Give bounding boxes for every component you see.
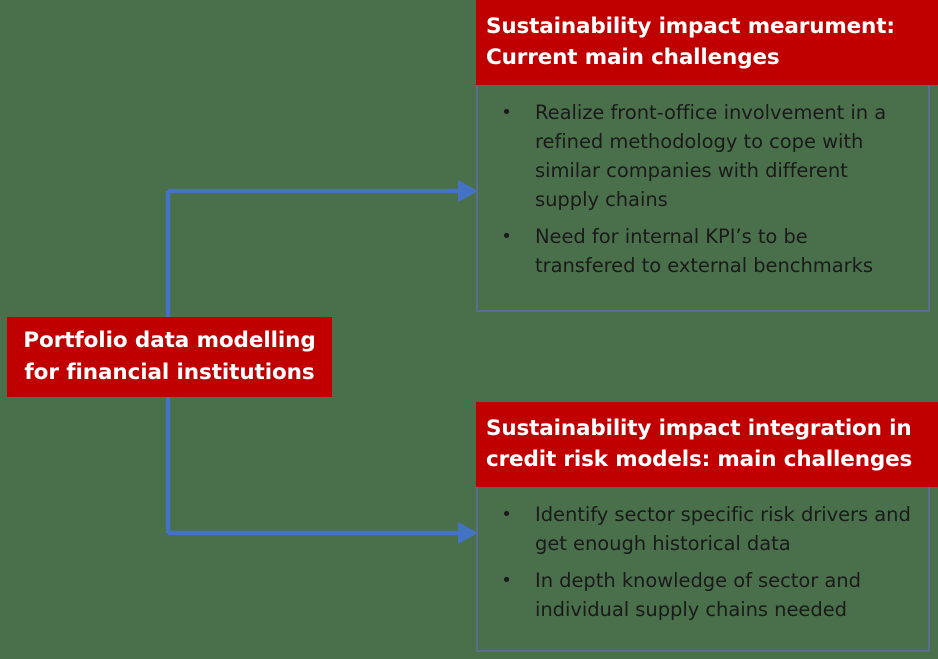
- source-box-line-1: Portfolio data modelling: [23, 328, 316, 353]
- card-body-measurement: • Realize front-office involvement in a …: [476, 85, 930, 312]
- card-sustainability-impact-measurement: Sustainability impact mearument: Current…: [476, 0, 938, 312]
- bullet-point-icon: •: [501, 570, 512, 591]
- card-sustainability-impact-integration: Sustainability impact integration in cre…: [476, 402, 938, 652]
- bullet-point-icon: •: [501, 226, 512, 247]
- list-item: • In depth knowledge of sector and indiv…: [478, 562, 928, 628]
- bullet-point-icon: •: [501, 102, 512, 123]
- list-item: • Realize front-office involvement in a …: [478, 94, 928, 218]
- bullet-point-icon: •: [501, 504, 512, 525]
- bullet-text: In depth knowledge of sector and individ…: [535, 569, 861, 621]
- source-box-portfolio-data-modelling: Portfolio data modelling for financial i…: [7, 317, 332, 397]
- list-item: • Need for internal KPI’s to be transfer…: [478, 218, 928, 284]
- arrowhead-bottom: [458, 522, 478, 544]
- list-item: • Identify sector specific risk drivers …: [478, 496, 928, 562]
- card-header-integration-line-2: credit risk models: main challenges: [486, 447, 913, 472]
- card-body-integration: • Identify sector specific risk drivers …: [476, 487, 930, 652]
- card-header-integration: Sustainability impact integration in cre…: [476, 402, 938, 487]
- card-header-measurement-line-2: Current main challenges: [486, 45, 780, 70]
- source-box-line-2: for financial institutions: [24, 360, 315, 385]
- bullet-text: Realize front-office involvement in a re…: [535, 101, 887, 211]
- card-header-integration-line-1: Sustainability impact integration in: [486, 416, 912, 441]
- arrowhead-top: [458, 180, 478, 202]
- card-header-measurement: Sustainability impact mearument: Current…: [476, 0, 938, 85]
- bullet-text: Identify sector specific risk drivers an…: [535, 503, 911, 555]
- card-header-measurement-line-1: Sustainability impact mearument:: [486, 14, 895, 39]
- bullet-text: Need for internal KPI’s to be transfered…: [535, 225, 873, 277]
